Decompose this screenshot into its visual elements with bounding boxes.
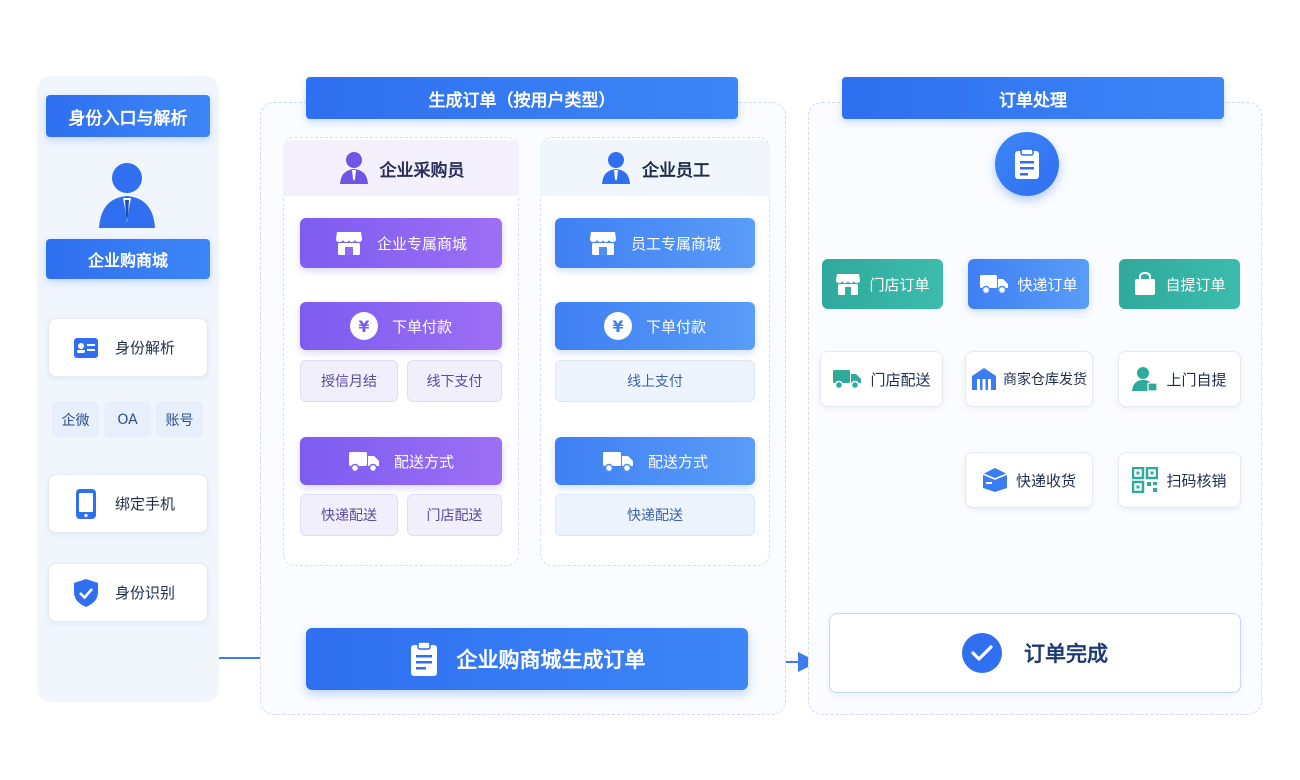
- identity-panel-title: 身份入口与解析: [46, 95, 210, 137]
- warehouse-ship-label: 商家仓库发货: [1003, 372, 1087, 388]
- order-complete-label: 订单完成: [1024, 642, 1108, 666]
- generate-order-label: 企业购商城生成订单: [456, 648, 646, 672]
- clipboard-icon: [409, 641, 439, 677]
- person-pickup-icon: [1132, 366, 1159, 392]
- yen-icon: ¥: [349, 312, 378, 340]
- user-avatar-icon: [95, 160, 159, 230]
- bind-phone-card: 绑定手机: [48, 474, 208, 533]
- buyer-header: 企业采购员: [283, 140, 519, 196]
- employee-pay: ¥ 下单付款: [555, 302, 755, 350]
- order-doc-icon: [995, 132, 1059, 196]
- employee-exclusive-mall: 员工专属商城: [555, 218, 755, 268]
- buyer-pay-option-credit[interactable]: 授信月结: [300, 360, 398, 402]
- truck-icon: [348, 449, 380, 473]
- phone-icon: [73, 488, 99, 519]
- employee-pay-label: 下单付款: [645, 317, 706, 336]
- buyer-delivery: 配送方式: [300, 437, 502, 485]
- buyer-mall-label: 企业专属商城: [376, 234, 467, 253]
- shopping-bag-icon: [1133, 272, 1157, 296]
- door-pickup-node: 上门自提: [1118, 351, 1241, 407]
- store-delivery-label: 门店配送: [870, 370, 931, 389]
- employee-delivery: 配送方式: [555, 437, 755, 485]
- scan-verify-node: 扫码核销: [1118, 452, 1241, 508]
- check-circle-icon: [962, 633, 1002, 673]
- employee-person-icon: [600, 151, 632, 185]
- truck-icon: [602, 449, 634, 473]
- order-processing-panel: [808, 102, 1262, 715]
- express-receive-node: 快递收货: [965, 452, 1093, 508]
- store-delivery-node: 门店配送: [820, 351, 943, 407]
- scan-verify-label: 扫码核销: [1166, 471, 1227, 490]
- buyer-delivery-option-express[interactable]: 快递配送: [300, 494, 398, 536]
- generate-order-block: 企业购商城生成订单: [306, 628, 748, 690]
- buyer-delivery-label: 配送方式: [393, 452, 454, 471]
- employee-delivery-option-express[interactable]: 快递配送: [555, 494, 755, 536]
- order-generation-title: 生成订单（按用户类型）: [306, 77, 738, 119]
- store-icon: [335, 230, 363, 256]
- employee-header: 企业员工: [540, 140, 770, 196]
- shield-check-icon: [73, 578, 99, 608]
- buyer-exclusive-mall: 企业专属商城: [300, 218, 502, 268]
- door-pickup-label: 上门自提: [1166, 370, 1227, 389]
- store-icon: [835, 272, 861, 296]
- truck-icon: [979, 272, 1009, 296]
- chip-wecom[interactable]: 企微: [52, 401, 99, 438]
- buyer-delivery-option-store[interactable]: 门店配送: [407, 494, 502, 536]
- qr-code-icon: [1132, 467, 1159, 493]
- warehouse-icon: [971, 367, 997, 391]
- bind-phone-label: 绑定手机: [115, 495, 176, 513]
- enterprise-mall-label: 企业购商城: [46, 239, 210, 279]
- express-order-node: 快递订单: [968, 259, 1089, 309]
- store-order-label: 门店订单: [869, 275, 930, 294]
- yen-icon: ¥: [603, 312, 632, 340]
- employee-delivery-label: 配送方式: [647, 452, 708, 471]
- pickup-order-label: 自提订单: [1165, 275, 1226, 294]
- store-order-node: 门店订单: [822, 259, 943, 309]
- employee-pay-option-online[interactable]: 线上支付: [555, 360, 755, 402]
- identity-recognize-label: 身份识别: [115, 584, 176, 602]
- order-complete-node: 订单完成: [829, 613, 1241, 693]
- buyer-pay-label: 下单付款: [391, 317, 452, 336]
- identity-recognize-card: 身份识别: [48, 563, 208, 622]
- buyer-pay: ¥ 下单付款: [300, 302, 502, 350]
- identity-parse-label: 身份解析: [115, 339, 176, 357]
- order-processing-title: 订单处理: [842, 77, 1224, 119]
- warehouse-ship-node: 商家仓库发货: [965, 351, 1093, 407]
- truck-icon: [832, 367, 862, 391]
- pickup-order-node: 自提订单: [1119, 259, 1240, 309]
- chip-oa[interactable]: OA: [104, 401, 151, 438]
- express-receive-label: 快递收货: [1015, 471, 1076, 490]
- chip-account[interactable]: 账号: [156, 401, 203, 438]
- buyer-pay-option-offline[interactable]: 线下支付: [407, 360, 502, 402]
- identity-parse-card: 身份解析: [48, 318, 208, 377]
- id-card-icon: [73, 335, 99, 361]
- package-box-icon: [982, 467, 1008, 493]
- store-icon: [589, 230, 617, 256]
- employee-role-label: 企业员工: [642, 160, 710, 181]
- express-order-label: 快递订单: [1017, 275, 1078, 294]
- buyer-person-icon: [338, 151, 370, 185]
- buyer-role-label: 企业采购员: [379, 160, 465, 181]
- employee-mall-label: 员工专属商城: [630, 234, 721, 253]
